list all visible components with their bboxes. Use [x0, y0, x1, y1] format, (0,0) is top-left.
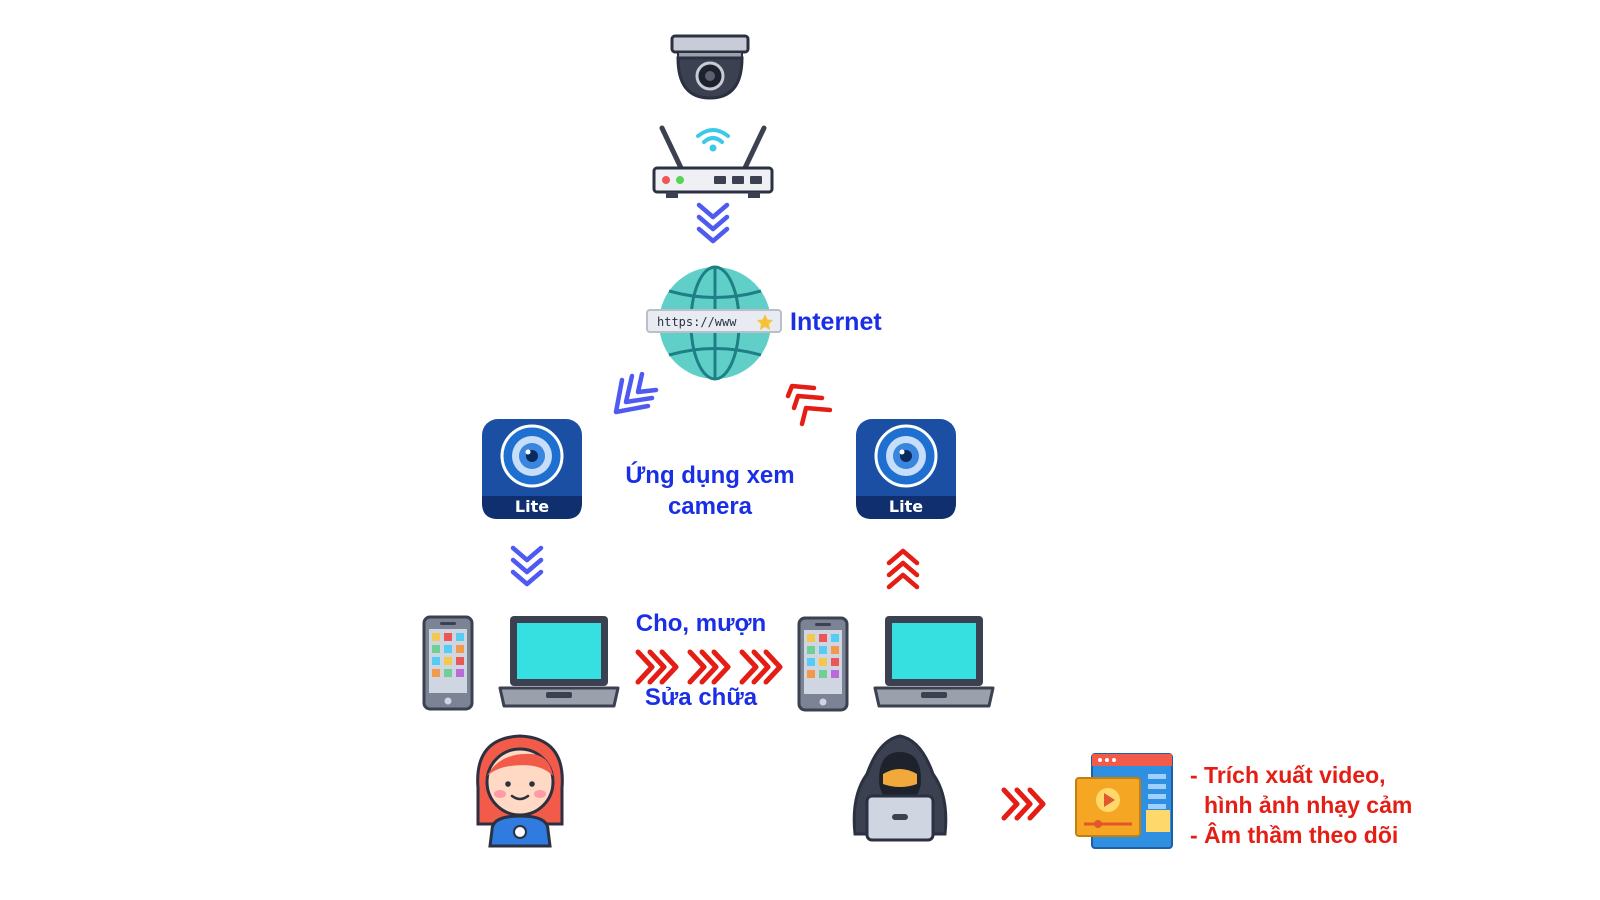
- outcome-item: - Trích xuất video,: [1190, 762, 1386, 788]
- laptop-icon: [871, 612, 997, 710]
- user-girl-icon: [470, 732, 570, 848]
- down-arrow-icon: [510, 545, 544, 589]
- outcome-item: - Âm thầm theo dõi: [1190, 822, 1399, 848]
- arrow-internet-to-app-icon: [612, 372, 660, 418]
- smartphone-icon: [422, 615, 474, 711]
- app-label: Ứng dụng xem camera: [600, 460, 820, 522]
- globe-icon: https://www: [645, 264, 785, 382]
- wifi-router-icon: [652, 114, 774, 204]
- app-lite-label: Lite: [888, 497, 924, 516]
- video-extract-icon: [1074, 752, 1174, 850]
- app-label-line2: camera: [667, 493, 753, 520]
- app-lite-label: Lite: [514, 497, 550, 516]
- hacker-icon: [845, 730, 955, 846]
- up-arrow-icon: [886, 548, 920, 592]
- outcome-list: - Trích xuất video, hình ảnh nhạy cảm - …: [1190, 760, 1412, 850]
- camera-app-icon: Lite: [481, 418, 583, 520]
- arrow-app-to-internet-icon: [784, 382, 832, 430]
- outcome-item: hình ảnh nhạy cảm: [1204, 792, 1413, 818]
- lend-label: Cho, mượn: [635, 610, 767, 637]
- extract-arrows-icon: [1000, 786, 1048, 822]
- internet-label: Internet: [790, 308, 882, 336]
- app-label-line1: Ứng dụng xem: [625, 462, 795, 489]
- security-camera-icon: [668, 34, 752, 100]
- down-arrow-icon: [696, 202, 730, 246]
- laptop-icon: [496, 612, 622, 710]
- url-text: https://www: [657, 315, 737, 329]
- camera-app-icon: Lite: [855, 418, 957, 520]
- repair-label: Sửa chữa: [644, 684, 758, 711]
- smartphone-icon: [797, 616, 849, 712]
- transfer-arrows-icon: [634, 648, 786, 686]
